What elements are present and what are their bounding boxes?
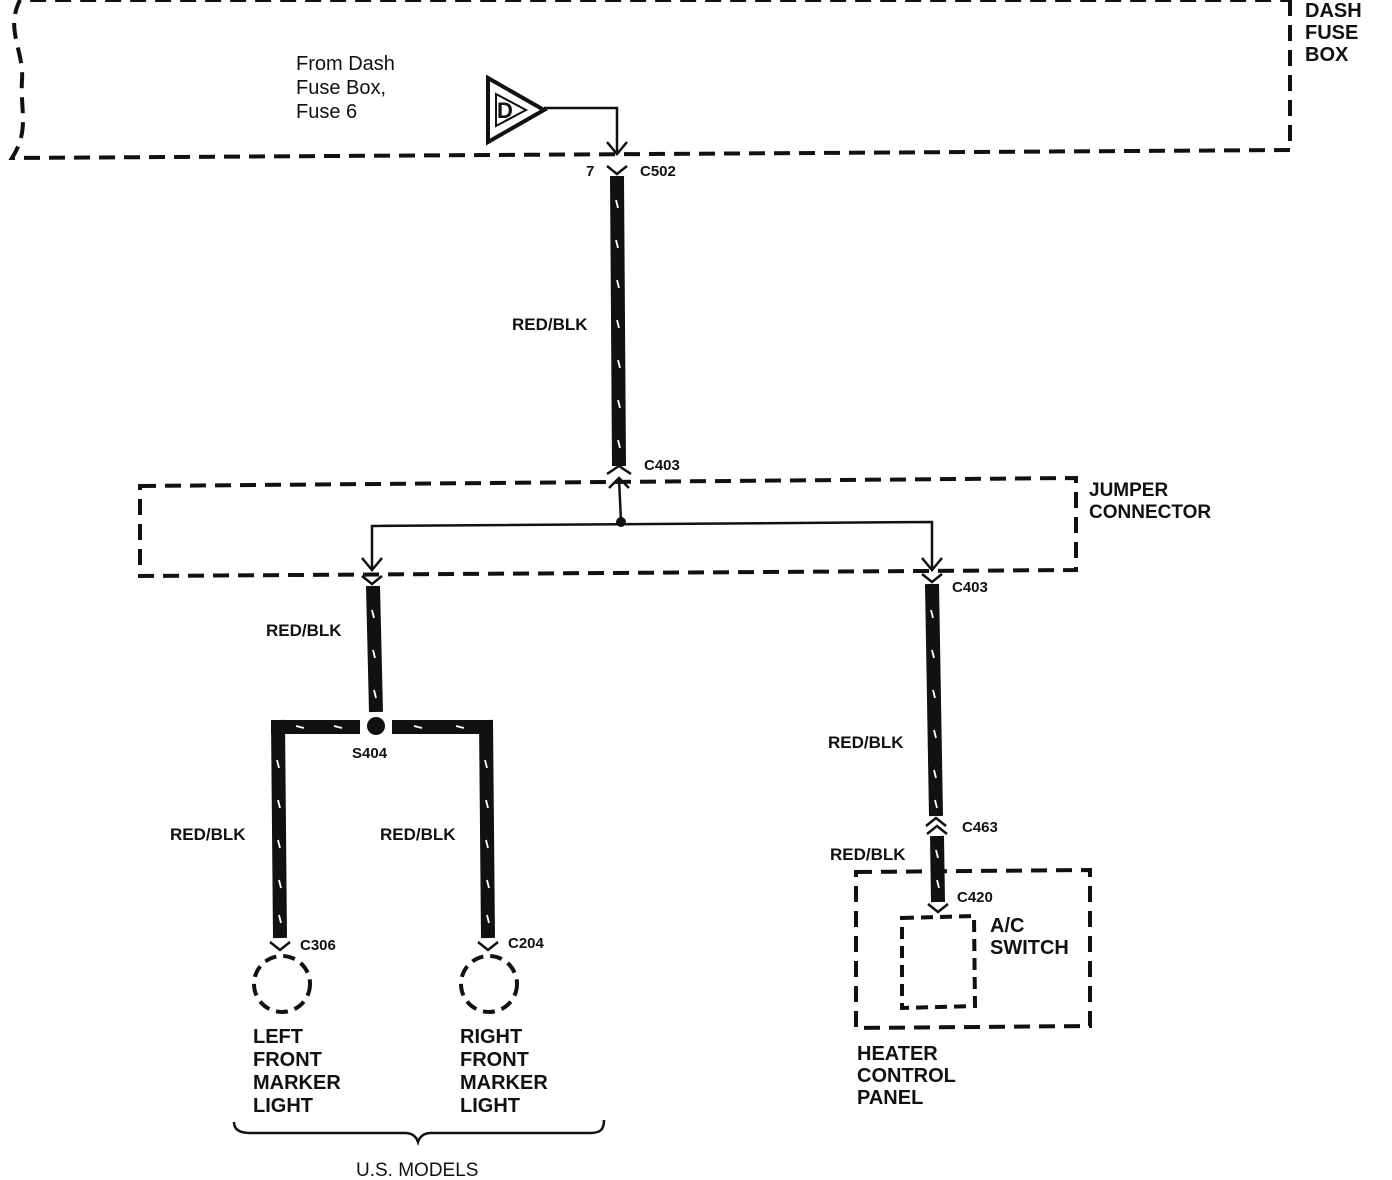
c502-connector-icon <box>606 165 628 176</box>
c204-connector-icon <box>477 941 499 952</box>
heater-control-panel-boundary <box>854 867 1092 1031</box>
right-light-wire <box>479 719 495 939</box>
left-light-wire-label: RED/BLK <box>170 825 246 844</box>
right-light-wire-label: RED/BLK <box>380 825 456 844</box>
source-feed-line <box>544 106 619 152</box>
left-marker-light-icon <box>252 954 312 1014</box>
splice-horizontal-wires <box>271 720 491 734</box>
dash-fuse-box-title-1: DASH <box>1305 0 1362 22</box>
ac-switch-boundary <box>900 913 978 1011</box>
right-light-label-4: LIGHT <box>460 1095 520 1117</box>
dash-fuse-box-boundary <box>8 0 1292 161</box>
source-label-3: Fuse 6 <box>296 101 357 123</box>
ac-switch-label-1: A/C <box>990 915 1024 937</box>
source-feed-arrow-icon <box>606 141 628 156</box>
us-models-label: U.S. MODELS <box>356 1160 478 1180</box>
jumper-left-arrow-icon <box>361 557 383 572</box>
jumper-connector-boundary <box>138 475 1078 579</box>
main-wire-label: RED/BLK <box>512 315 588 334</box>
c403-right-label: C403 <box>952 579 988 596</box>
dash-fuse-box-title-3: BOX <box>1305 44 1349 66</box>
c403-top-connector-icon <box>606 464 632 476</box>
left-light-label-2: FRONT <box>253 1049 322 1071</box>
ac-switch-label-2: SWITCH <box>990 937 1069 959</box>
c403-left-connector-icon <box>361 575 383 586</box>
right-light-label-1: RIGHT <box>460 1026 522 1048</box>
left-branch-wire-label: RED/BLK <box>266 621 342 640</box>
source-triangle-icon <box>486 74 549 146</box>
heater-branch-wire-label: RED/BLK <box>828 733 904 752</box>
left-light-label-3: MARKER <box>253 1072 341 1094</box>
c502-label: C502 <box>640 163 676 180</box>
c306-connector-icon <box>269 941 291 952</box>
c204-label: C204 <box>508 935 545 952</box>
heater-lower-wire-label: RED/BLK <box>830 845 906 864</box>
heater-lower-wire <box>930 835 945 903</box>
splice-s404-icon <box>367 717 385 735</box>
jumper-internal-wiring <box>370 477 934 568</box>
c403-right-connector-icon <box>921 573 943 584</box>
main-wire <box>610 175 626 467</box>
c463-arrow-icon <box>926 824 948 835</box>
c420-connector-icon <box>927 903 949 914</box>
right-light-label-2: FRONT <box>460 1049 529 1071</box>
c463-connector-icon <box>925 816 947 827</box>
c463-label: C463 <box>962 819 998 836</box>
heater-panel-label-2: CONTROL <box>857 1065 956 1087</box>
jumper-connector-label-2: CONNECTOR <box>1089 502 1211 523</box>
jumper-connector-label-1: JUMPER <box>1089 480 1168 501</box>
left-light-label-4: LIGHT <box>253 1095 313 1117</box>
c403-top-label: C403 <box>644 457 680 474</box>
splice-s404-label: S404 <box>352 745 388 762</box>
us-models-brace <box>232 1119 606 1146</box>
right-light-label-3: MARKER <box>460 1072 548 1094</box>
jumper-junction-dot <box>616 517 626 527</box>
heater-branch-wire <box>925 583 943 817</box>
dash-fuse-box-title-2: FUSE <box>1305 22 1358 44</box>
heater-panel-label-3: PANEL <box>857 1087 923 1109</box>
c420-label: C420 <box>957 889 993 906</box>
c502-pin-label: 7 <box>586 163 594 180</box>
jumper-right-arrow-icon <box>921 557 943 572</box>
source-symbol-label: D <box>497 98 513 123</box>
source-label-2: Fuse Box, <box>296 77 386 99</box>
source-label-1: From Dash <box>296 53 395 75</box>
c306-label: C306 <box>300 937 336 954</box>
left-light-wire <box>271 719 287 939</box>
heater-panel-label-1: HEATER <box>857 1043 938 1065</box>
left-light-label-1: LEFT <box>253 1026 303 1048</box>
left-branch-wire <box>366 585 383 713</box>
right-marker-light-icon <box>459 954 519 1014</box>
